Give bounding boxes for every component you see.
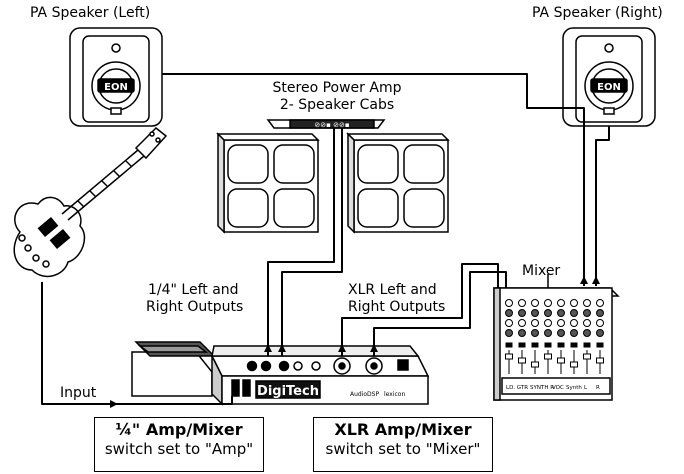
quarter-outputs-label-1: 1/4" Left and <box>148 282 239 298</box>
mixer-knob <box>596 319 604 327</box>
mixer-knob <box>518 329 526 337</box>
pa-left-brand: EON <box>104 82 128 93</box>
quarter-outputs-label-2: Right Outputs <box>146 299 244 315</box>
mixer-knob <box>596 299 604 307</box>
mixer-channel-label: SYNTH R <box>530 385 554 391</box>
mixer-knob <box>518 309 526 317</box>
mixer-knob <box>570 299 578 307</box>
svg-text:AudioDSP: AudioDSP <box>350 391 379 398</box>
amp-switch-box: ¼" Amp/Mixer switch set to "Amp" <box>94 417 264 472</box>
mixer-knob <box>544 319 552 327</box>
mixer-knob <box>505 299 513 307</box>
mixer-channel-label: Synth <box>566 385 582 391</box>
input-label: Input <box>60 385 97 401</box>
mixer-channel-label: LD. GTR <box>506 385 528 391</box>
mixer-knob <box>596 329 604 337</box>
mixer-knob <box>505 329 513 337</box>
mixer-knob <box>557 309 565 317</box>
mixer-fader <box>518 357 526 364</box>
mixer-knob <box>583 309 591 317</box>
mixer-button <box>505 342 513 348</box>
xlr-switch-title: XLR Amp/Mixer <box>334 420 472 439</box>
mixer-knob <box>583 329 591 337</box>
mixer-knob <box>505 309 513 317</box>
pa-right-brand: EON <box>597 82 621 93</box>
mixer-knob <box>531 319 539 327</box>
mixer-button <box>518 342 526 348</box>
mixer <box>493 287 620 401</box>
mixer-button <box>570 342 578 348</box>
xlr-outputs-label-1: XLR Left and <box>348 282 437 298</box>
mixer-knob <box>531 309 539 317</box>
mixer-channel-label: R <box>596 385 600 391</box>
stereo-power-amp: ⊘⊘▪ ⊘⊘▪ <box>266 119 386 129</box>
mixer-knob <box>557 329 565 337</box>
mixer-fader <box>557 357 565 364</box>
mixer-button <box>544 342 552 348</box>
xlr-outputs-label-2: Right Outputs <box>348 299 446 315</box>
xlr-switch-text: switch set to "Mixer" <box>325 440 481 458</box>
pa-speaker-left: EON <box>69 27 163 127</box>
speaker-cab-right <box>346 132 450 234</box>
mixer-knob <box>531 329 539 337</box>
electric-guitar <box>13 126 168 278</box>
mixer-knob <box>596 309 604 317</box>
mixer-knob <box>518 319 526 327</box>
mixer-knob <box>583 299 591 307</box>
mixer-button <box>557 342 565 348</box>
mixer-fader <box>544 353 552 360</box>
mixer-knob <box>518 299 526 307</box>
mixer-button <box>531 342 539 348</box>
mixer-fader <box>583 353 591 360</box>
mixer-label: Mixer <box>522 263 561 279</box>
svg-text:lexicon: lexicon <box>384 391 405 398</box>
mixer-knob <box>531 299 539 307</box>
mixer-knob <box>544 309 552 317</box>
pa-speaker-right-label: PA Speaker (Right) <box>532 5 663 21</box>
mixer-knob <box>570 309 578 317</box>
pa-speaker-right: EON <box>562 27 656 127</box>
amp-switch-title: ¼" Amp/Mixer <box>115 420 243 439</box>
mixer-knob <box>544 299 552 307</box>
mixer-channel-label: L <box>584 385 588 391</box>
mixer-channel-label: VOC <box>552 385 564 391</box>
mixer-button <box>596 342 604 348</box>
speaker-cab-left <box>216 132 320 234</box>
mixer-knob <box>505 319 513 327</box>
mixer-knob <box>570 329 578 337</box>
amp-switch-text: switch set to "Amp" <box>104 440 254 458</box>
arrowheads <box>110 276 600 408</box>
svg-text:⊘⊘▪ ⊘⊘▪: ⊘⊘▪ ⊘⊘▪ <box>314 121 349 129</box>
digitech-processor: DigiTech AudioDSP lexicon <box>131 341 430 406</box>
mixer-knob <box>570 319 578 327</box>
mixer-button <box>583 342 591 348</box>
mixer-knob <box>557 299 565 307</box>
mixer-knob <box>583 319 591 327</box>
mixer-knob <box>557 319 565 327</box>
stereo-amp-label-1: Stereo Power Amp <box>272 80 402 96</box>
stereo-amp-label-2: 2- Speaker Cabs <box>279 97 395 113</box>
pa-speaker-left-label: PA Speaker (Left) <box>30 5 151 21</box>
mixer-fader <box>570 361 578 368</box>
mixer-knob <box>544 329 552 337</box>
mixer-fader <box>596 357 604 364</box>
cables <box>41 73 610 405</box>
mixer-fader <box>531 361 539 368</box>
processor-brand: DigiTech <box>257 384 319 399</box>
mixer-fader <box>505 353 513 360</box>
xlr-switch-box: XLR Amp/Mixer switch set to "Mixer" <box>313 417 493 472</box>
